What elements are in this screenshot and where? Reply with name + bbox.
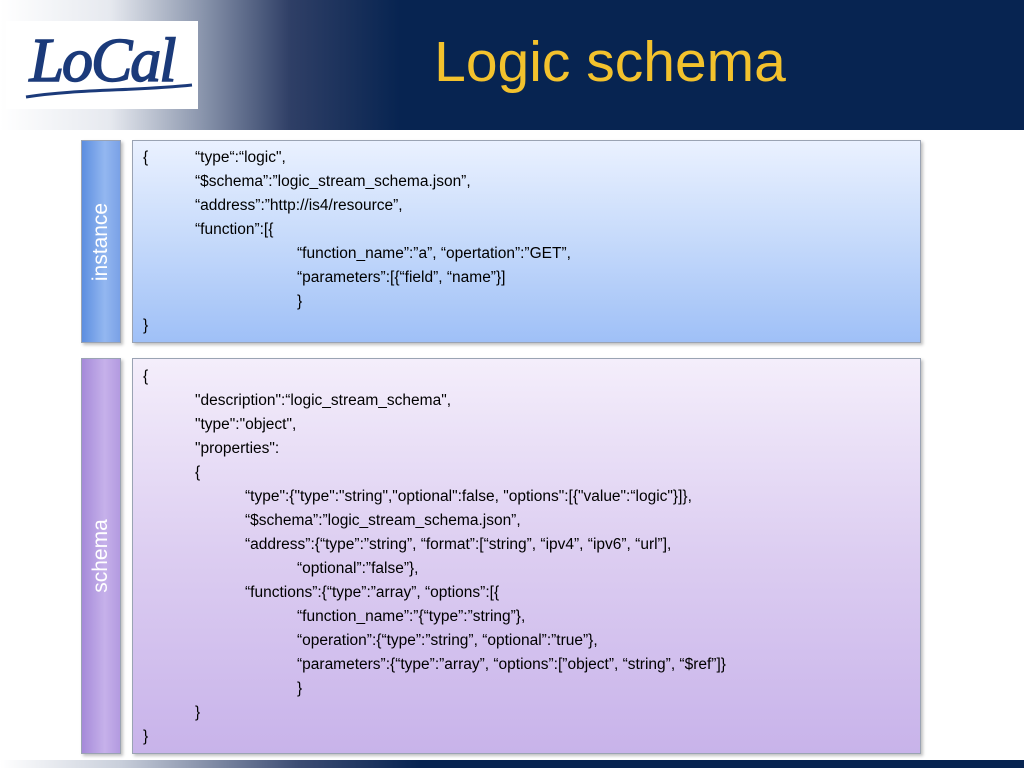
instance-line: } [143, 317, 149, 334]
instance-line: } [297, 293, 303, 310]
slide-footer-bar [0, 760, 1024, 768]
schema-line: { [195, 464, 201, 481]
schema-panel: { "description":“logic_stream_schema", "… [132, 358, 921, 754]
instance-line: “address”:”http://is4/resource”, [195, 197, 403, 214]
instance-label: instance [89, 202, 112, 281]
schema-line: “optional”:”false”}, [297, 560, 419, 577]
schema-line: } [195, 704, 201, 721]
instance-line: “type“:“logic", [195, 149, 286, 166]
instance-panel: { “type“:“logic", “$schema”:”logic_strea… [132, 140, 921, 343]
schema-line: “function_name”:”{“type”:”string”}, [297, 608, 526, 625]
schema-label: schema [89, 519, 112, 593]
instance-line: “$schema”:”logic_stream_schema.json”, [195, 173, 471, 190]
schema-line: “parameters”:{“type”:”array”, “options”:… [297, 656, 726, 673]
schema-line: “$schema”:”logic_stream_schema.json”, [245, 512, 521, 529]
schema-line: } [297, 680, 303, 697]
schema-line: "properties": [195, 440, 280, 457]
schema-line: “functions”:{“type”:”array”, “options”:[… [245, 584, 500, 601]
local-logo-graphic: LoCal [25, 26, 193, 99]
instance-line: { [143, 149, 149, 166]
local-logo: LoCal [6, 21, 198, 109]
schema-tab: schema [81, 358, 121, 754]
schema-line: “operation”:{“type”:”string”, “optional”… [297, 632, 598, 649]
instance-line: “parameters”:[{“field”, “name”}] [297, 269, 506, 286]
instance-tab: instance [81, 140, 121, 343]
schema-line: { [143, 368, 149, 385]
instance-line: “function_name”:”a”, “opertation”:”GET”, [297, 245, 571, 262]
slide-title: Logic schema [434, 30, 786, 94]
instance-line: “function”:[{ [195, 221, 274, 238]
schema-line: "description":“logic_stream_schema", [195, 392, 451, 409]
slide-header: LoCal Logic schema [0, 0, 1024, 130]
logo-text: LoCal [28, 27, 175, 95]
schema-line: "type":"object", [195, 416, 297, 433]
logo-underline [25, 83, 193, 99]
schema-line: “address”:{“type”:”string”, “format”:[“s… [245, 536, 672, 553]
schema-line: “type":{"type":"string","optional":false… [245, 488, 692, 505]
schema-line: } [143, 728, 149, 745]
